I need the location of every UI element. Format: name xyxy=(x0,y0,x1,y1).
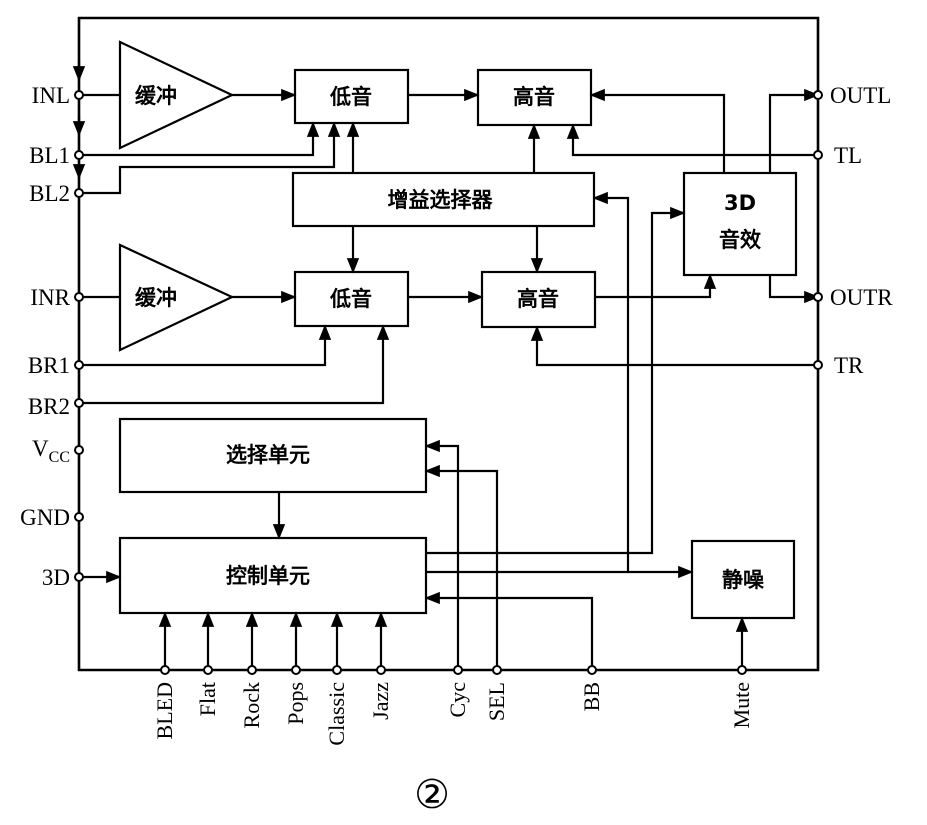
pin-label-outl: OUTL xyxy=(830,83,891,108)
mute-block-label: 静噪 xyxy=(722,568,765,592)
pin-label-rock: Rock xyxy=(239,682,264,728)
pin-label-bl2: BL2 xyxy=(29,181,70,206)
bass-right-label: 低音 xyxy=(329,287,372,311)
pin-label-bb: BB xyxy=(579,682,604,711)
treble-left-label: 高音 xyxy=(513,85,555,109)
pin-label-inr: INR xyxy=(30,285,70,310)
pin-label-3d: 3D xyxy=(42,565,70,590)
buffer-right-label: 缓冲 xyxy=(135,286,177,310)
effect-3d-label-line2: 音效 xyxy=(719,228,761,252)
select-unit-label: 选择单元 xyxy=(226,443,310,467)
buffer-left-label: 缓冲 xyxy=(135,84,177,108)
pin-label-flat: Flat xyxy=(195,682,220,716)
pin-label-mute: Mute xyxy=(729,682,754,728)
bass-left-block xyxy=(293,68,410,125)
pin-label-bled: BLED xyxy=(152,682,177,739)
pin-label-bl1: BL1 xyxy=(29,143,70,168)
right-channel-wiring xyxy=(79,226,820,405)
pin-label-classic: Classic xyxy=(324,682,349,746)
gain-selector-label: 增益选择器 xyxy=(388,188,494,212)
mute-block xyxy=(690,539,796,620)
control-unit-block xyxy=(118,536,428,615)
treble-right-label: 高音 xyxy=(517,287,559,311)
select-unit-block xyxy=(118,417,428,494)
pin-label-sel: SEL xyxy=(484,682,509,721)
pin-label-tl: TL xyxy=(834,143,862,168)
pin-label-gnd: GND xyxy=(20,505,70,530)
pin-label-pops: Pops xyxy=(283,682,308,725)
pin-label-outr: OUTR xyxy=(830,285,893,310)
effect-3d-block xyxy=(682,171,798,277)
gain-selector-block xyxy=(291,171,596,228)
pin-label-tr: TR xyxy=(834,353,864,378)
pin-label-vcc-sub: CC xyxy=(49,449,70,466)
pin-markers xyxy=(74,90,823,675)
pin-label-br2: BR2 xyxy=(28,394,70,419)
pin-label-inl: INL xyxy=(32,83,70,108)
left-channel-wiring xyxy=(72,60,820,195)
pin-label-br1: BR1 xyxy=(28,353,70,378)
figure-number: ② xyxy=(414,772,450,818)
pin-label-jazz: Jazz xyxy=(368,682,393,720)
pin-label-cyc: Cyc xyxy=(445,682,470,718)
control-unit-label: 控制单元 xyxy=(226,564,310,588)
effect-3d-label-line1: 3D xyxy=(724,191,756,215)
pin-label-vcc-main: V xyxy=(32,436,49,461)
pin-label-vcc: VCC xyxy=(32,436,70,466)
bass-left-label: 低音 xyxy=(329,85,372,109)
